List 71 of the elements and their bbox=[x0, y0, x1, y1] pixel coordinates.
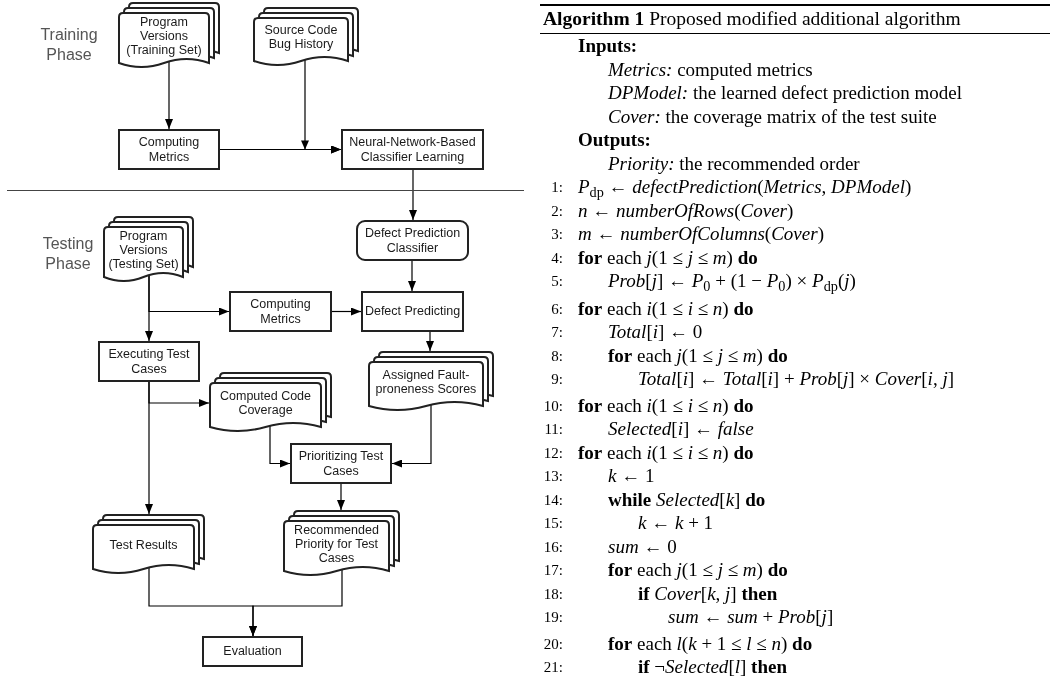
line-number: 1: bbox=[550, 178, 563, 197]
pseudocode-line: for each j(1 ≤ j ≤ m) do bbox=[578, 245, 758, 270]
pseudocode-line: Prob[j] ← P$_{0}$ + (1 − P$_{0}$) × P$_{dp}$(j) bbox=[608, 269, 856, 293]
pseudocode-line: n ← numberOfRows(Cover) bbox=[578, 199, 794, 223]
section-heading: Outputs: bbox=[578, 128, 651, 152]
arrow bbox=[165, 60, 173, 130]
arrow bbox=[337, 483, 345, 511]
pseudocode-line: if ¬Selected[l] then bbox=[638, 655, 787, 679]
arrow bbox=[408, 260, 416, 292]
process-box: Computing Metrics bbox=[118, 129, 220, 170]
phase-label: Testing Phase bbox=[41, 234, 95, 274]
process-box: Executing Test Cases bbox=[98, 341, 200, 382]
parameter-description: Cover: the coverage matrix of the test suite bbox=[608, 104, 937, 129]
algorithm-caption: Algorithm 1 Proposed modified additional algorithm bbox=[543, 7, 961, 31]
pseudocode-line: for each j(1 ≤ j ≤ m) do bbox=[608, 558, 788, 582]
pseudocode-line: sum ← sum + Prob[j] bbox=[668, 605, 834, 629]
pseudocode-line: sum ← 0 bbox=[608, 534, 677, 559]
line-number: 8: bbox=[550, 346, 563, 366]
line-number: 9: bbox=[550, 370, 563, 389]
line-number: 2: bbox=[550, 201, 563, 221]
line-number: 16: bbox=[542, 537, 563, 557]
line-number: 14: bbox=[542, 490, 563, 510]
pseudocode-line: Selected[i] ← false bbox=[608, 417, 754, 441]
line-number: 21: bbox=[542, 658, 563, 677]
line-number: 5: bbox=[550, 272, 563, 291]
pseudocode-line: k ← 1 bbox=[608, 464, 655, 488]
line-number: 15: bbox=[542, 514, 563, 533]
arrow bbox=[409, 169, 417, 221]
pseudocode-line: Total[i] ← 0 bbox=[608, 320, 703, 344]
arrow bbox=[249, 568, 343, 637]
process-box: Neural-Network-Based Classifier Learning bbox=[341, 129, 484, 170]
pseudocode-line: for each l(k + 1 ≤ l ≤ n) do bbox=[608, 631, 813, 656]
arrow bbox=[331, 307, 362, 316]
rounded-box: Defect Prediction Classifier bbox=[356, 220, 469, 261]
process-box: Computing Metrics bbox=[229, 291, 332, 332]
line-number: 19: bbox=[542, 608, 563, 627]
process-box: Defect Predicting bbox=[361, 291, 464, 332]
pseudocode-line: while Selected[k] do bbox=[608, 487, 766, 512]
parameter-description: Priority: the recommended order bbox=[608, 151, 860, 176]
pseudocode-line: m ← numberOfColumns(Cover) bbox=[578, 222, 824, 246]
section-heading: Inputs: bbox=[578, 34, 638, 58]
pseudocode-line: for each i(1 ≤ i ≤ n) do bbox=[578, 393, 754, 418]
parameter-description: Metrics: computed metrics bbox=[608, 57, 813, 82]
arrow bbox=[426, 331, 434, 352]
line-number: 20: bbox=[542, 634, 563, 654]
parameter-description: DPModel: the learned defect prediction model bbox=[608, 81, 962, 105]
pseudocode-line: Total[i] ← Total[i] + Prob[j] × Cover[i, j] bbox=[638, 367, 954, 391]
line-number: 6: bbox=[550, 299, 563, 319]
pseudocode-line: for each i(1 ≤ i ≤ n) do bbox=[578, 296, 754, 321]
pseudocode-line: P$_{dp}$ ← defectPrediction(Metrics, DPModel) bbox=[578, 175, 912, 199]
arrow bbox=[145, 274, 153, 342]
phase-label: Training Phase bbox=[39, 25, 99, 65]
process-box: Evaluation bbox=[202, 636, 303, 667]
line-number: 10: bbox=[542, 396, 563, 416]
line-number: 12: bbox=[542, 443, 563, 463]
line-number: 7: bbox=[550, 323, 563, 342]
pseudocode-line: if Cover[k, j] then bbox=[638, 581, 778, 606]
line-number: 17: bbox=[542, 561, 563, 580]
line-number: 11: bbox=[543, 420, 563, 439]
process-box: Prioritizing Test Cases bbox=[290, 443, 392, 484]
line-number: 4: bbox=[550, 248, 563, 268]
pseudocode-line: k ← k + 1 bbox=[638, 511, 714, 535]
arrow bbox=[391, 404, 432, 468]
line-number: 13: bbox=[542, 467, 563, 486]
arrow bbox=[269, 425, 291, 468]
pseudocode-line: for each j(1 ≤ j ≤ m) do bbox=[608, 343, 788, 368]
arrow bbox=[148, 381, 210, 407]
line-number: 18: bbox=[542, 584, 563, 604]
arrow bbox=[219, 145, 342, 154]
pseudocode-line: for each i(1 ≤ i ≤ n) do bbox=[578, 440, 754, 465]
line-number: 3: bbox=[550, 225, 563, 244]
